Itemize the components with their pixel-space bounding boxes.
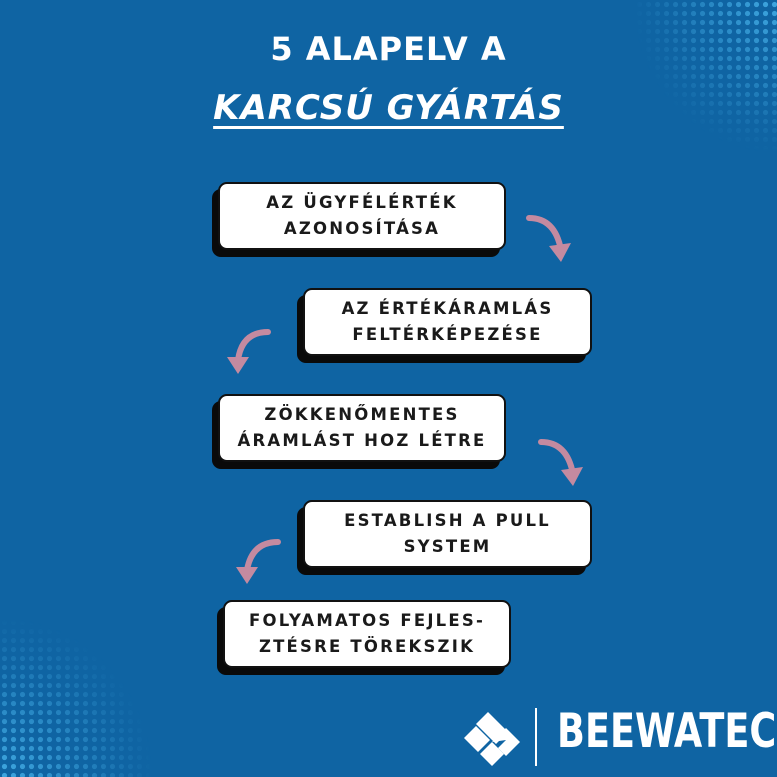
step-4-box: ESTABLISH A PULL SYSTEM	[303, 500, 592, 568]
step-5-box: FOLYAMATOS FEJLES- ZTÉSRE TÖREKSZIK	[223, 600, 511, 668]
arrow-curved-left-down-2	[236, 539, 281, 584]
title-line-2-text: KARCSÚ GYÁRTÁS	[213, 88, 564, 128]
step-1-label: AZ ÜGYFÉLÉRTÉK AZONOSÍTÁSA	[266, 193, 458, 238]
step-4-label: ESTABLISH A PULL SYSTEM	[344, 511, 551, 556]
step-3-label: ZÖKKENŐMENTES ÁRAMLÁST HOZ LÉTRE	[237, 405, 487, 450]
arrow-curved-right-down-1	[526, 215, 571, 262]
step-2-label: AZ ÉRTÉKÁRAMLÁS FELTÉRKÉPEZÉSE	[341, 299, 554, 344]
title-line-1: 5 ALAPELV A	[270, 30, 507, 68]
step-3-box: ZÖKKENŐMENTES ÁRAMLÁST HOZ LÉTRE	[218, 394, 506, 462]
beewatec-diamond-logo-icon	[464, 712, 520, 766]
halftone-dots-top-right	[617, 0, 777, 170]
brand-name: BEEWATEC	[557, 704, 777, 759]
title-line-2: KARCSÚ GYÁRTÁS	[0, 88, 777, 128]
arrow-curved-right-down-2	[538, 439, 583, 486]
step-1-box: AZ ÜGYFÉLÉRTÉK AZONOSÍTÁSA	[218, 182, 506, 250]
halftone-dots-bottom-left	[0, 600, 170, 777]
arrow-curved-left-down-1	[227, 329, 271, 374]
step-5-label: FOLYAMATOS FEJLES- ZTÉSRE TÖREKSZIK	[249, 611, 485, 656]
step-2-box: AZ ÉRTÉKÁRAMLÁS FELTÉRKÉPEZÉSE	[303, 288, 592, 356]
logo-divider	[535, 708, 537, 766]
